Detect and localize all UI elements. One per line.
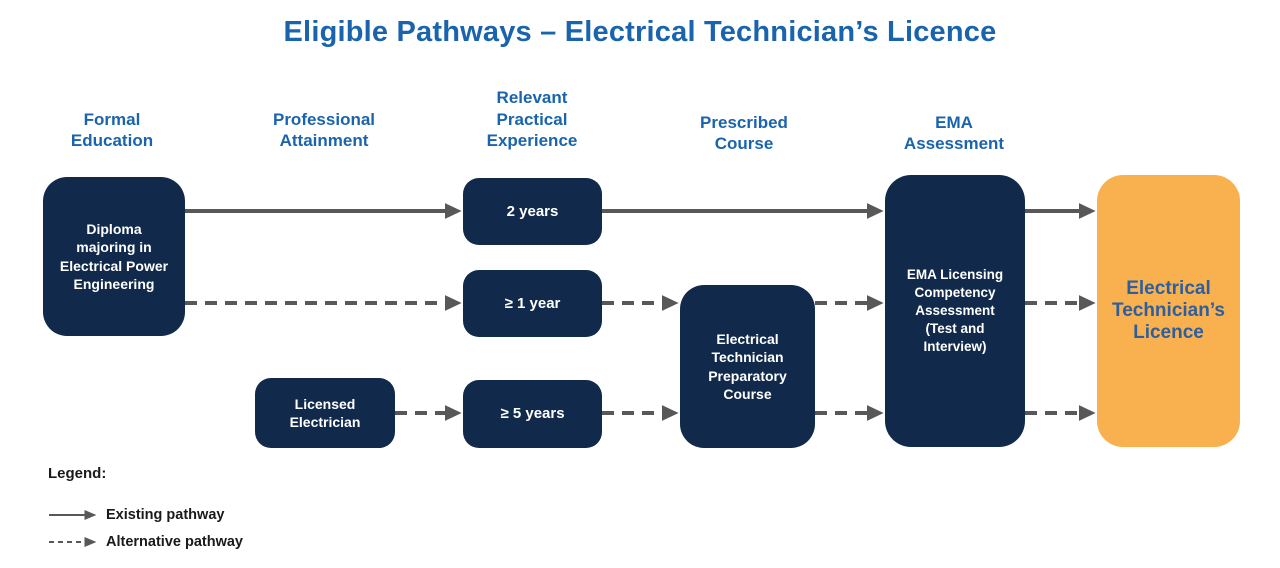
- legend-item-alternative: Alternative pathway: [48, 528, 243, 555]
- node-5-years-label: ≥ 5 years: [500, 405, 565, 423]
- node-diploma: Diploma majoring in Electrical Power Eng…: [43, 177, 185, 336]
- solid-arrow-icon: [49, 509, 97, 520]
- node-diploma-label: Diploma majoring in Electrical Power Eng…: [59, 221, 169, 292]
- node-1-year: ≥ 1 year: [463, 270, 602, 337]
- legend-title: Legend:: [48, 465, 107, 482]
- node-2-years: 2 years: [463, 178, 602, 245]
- node-ema-assessment-label: EMA Licensing Competency Assessment (Tes…: [906, 267, 1004, 354]
- dashed-arrow-icon: [49, 536, 97, 547]
- node-ema-assessment: EMA Licensing Competency Assessment (Tes…: [885, 175, 1025, 447]
- column-header-professional-attainment: Professional Attainment: [272, 109, 376, 151]
- column-header-formal-education: Formal Education: [70, 109, 154, 151]
- column-header-prescribed-course: Prescribed Course: [700, 112, 788, 154]
- node-licensed-electrician: Licensed Electrician: [255, 378, 395, 448]
- node-licensed-electrician-label: Licensed Electrician: [289, 395, 361, 430]
- legend-item-existing-label: Existing pathway: [106, 506, 225, 523]
- legend: Legend: Existing pathway Alternative pat…: [48, 465, 243, 555]
- legend-item-alternative-label: Alternative pathway: [106, 533, 243, 550]
- node-1-year-label: ≥ 1 year: [504, 294, 561, 312]
- node-2-years-label: 2 years: [506, 202, 559, 220]
- node-5-years: ≥ 5 years: [463, 380, 602, 448]
- node-prep-course: Electrical Technician Preparatory Course: [680, 285, 815, 448]
- column-header-relevant-practical-experience: Relevant Practical Experience: [486, 87, 578, 151]
- node-prep-course-label: Electrical Technician Preparatory Course: [708, 331, 787, 402]
- node-electrical-technicians-licence-label: Electrical Technician’s Licence: [1112, 277, 1225, 344]
- diagram-title: Eligible Pathways – Electrical Technicia…: [283, 16, 997, 48]
- column-header-ema-assessment: EMA Assessment: [903, 112, 1005, 154]
- node-electrical-technicians-licence: Electrical Technician’s Licence: [1097, 175, 1240, 447]
- legend-item-existing: Existing pathway: [48, 501, 243, 528]
